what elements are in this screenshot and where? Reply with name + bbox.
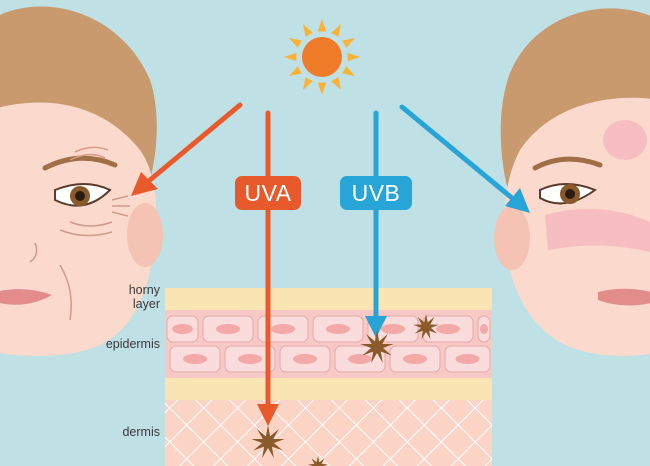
damage-star-icon xyxy=(251,314,439,466)
cheek-spots xyxy=(545,208,650,252)
uva-arrowhead-dermis xyxy=(257,404,279,426)
damage-star xyxy=(308,456,328,466)
sun-icon xyxy=(284,19,360,95)
dermis-layer xyxy=(165,400,492,466)
uva-arrowhead-face xyxy=(131,172,158,196)
skin-cross-section xyxy=(165,288,492,466)
sun-ray xyxy=(342,38,355,48)
sun-ray xyxy=(347,52,360,62)
cell-nucleus xyxy=(348,354,372,364)
right-hair xyxy=(500,8,650,190)
uvb-arrowhead-face xyxy=(505,188,530,213)
uvb-arrow-to-face xyxy=(399,104,515,201)
cell-nucleus xyxy=(183,354,207,364)
cell-nucleus xyxy=(403,354,427,364)
epidermis-label: epidermis xyxy=(105,337,160,351)
horny-layer xyxy=(165,288,492,310)
damage-star xyxy=(251,425,285,458)
left-lips xyxy=(0,289,52,305)
cell-nucleus xyxy=(480,324,488,334)
cell-nucleus xyxy=(326,324,350,334)
cell-nucleus xyxy=(381,324,405,334)
sun-ray xyxy=(303,77,313,90)
uva-rays xyxy=(131,102,279,426)
sun-ray xyxy=(303,24,313,37)
sun-ray xyxy=(342,66,355,76)
eye-wrinkles xyxy=(59,195,130,237)
sun-ray xyxy=(289,38,302,48)
cell-nucleus xyxy=(436,324,460,334)
damage-star xyxy=(413,314,439,340)
basal-band xyxy=(165,378,492,400)
uvb-label: UVB xyxy=(340,176,412,210)
cell-nucleus xyxy=(455,354,480,364)
left-face-aged xyxy=(0,6,163,356)
uva-label: UVA xyxy=(235,176,301,210)
right-lips xyxy=(598,288,650,306)
cell-nucleus xyxy=(271,324,295,334)
forehead-spot xyxy=(603,120,647,160)
forehead-wrinkles xyxy=(69,146,109,161)
damage-star xyxy=(360,330,394,363)
right-face-spots xyxy=(494,8,650,356)
sun-ray xyxy=(317,82,327,95)
epidermis-cells xyxy=(166,315,491,373)
right-ear xyxy=(494,206,530,270)
horny-layer-label: horny layer xyxy=(128,283,160,311)
sun-ray xyxy=(284,52,297,62)
cell-nucleus xyxy=(216,324,240,334)
cheek-wrinkle xyxy=(59,264,72,321)
uvb-rays xyxy=(365,104,530,338)
cell-nucleus xyxy=(238,354,262,364)
cell-nucleus xyxy=(172,324,193,334)
sun-ray xyxy=(331,77,341,90)
uvb-arrowhead-epidermis xyxy=(365,316,387,338)
right-eyebrow xyxy=(532,156,603,171)
left-hair xyxy=(0,6,157,180)
sun-ray xyxy=(289,66,302,76)
sun-ray xyxy=(317,19,327,32)
nose-line xyxy=(29,242,38,263)
sun-ray xyxy=(331,24,341,37)
uva-arrow-to-face xyxy=(147,102,243,183)
dermis-label: dermis xyxy=(122,425,160,439)
cell-nucleus xyxy=(293,354,317,364)
left-ear xyxy=(127,203,163,267)
left-eyebrow xyxy=(42,155,118,171)
